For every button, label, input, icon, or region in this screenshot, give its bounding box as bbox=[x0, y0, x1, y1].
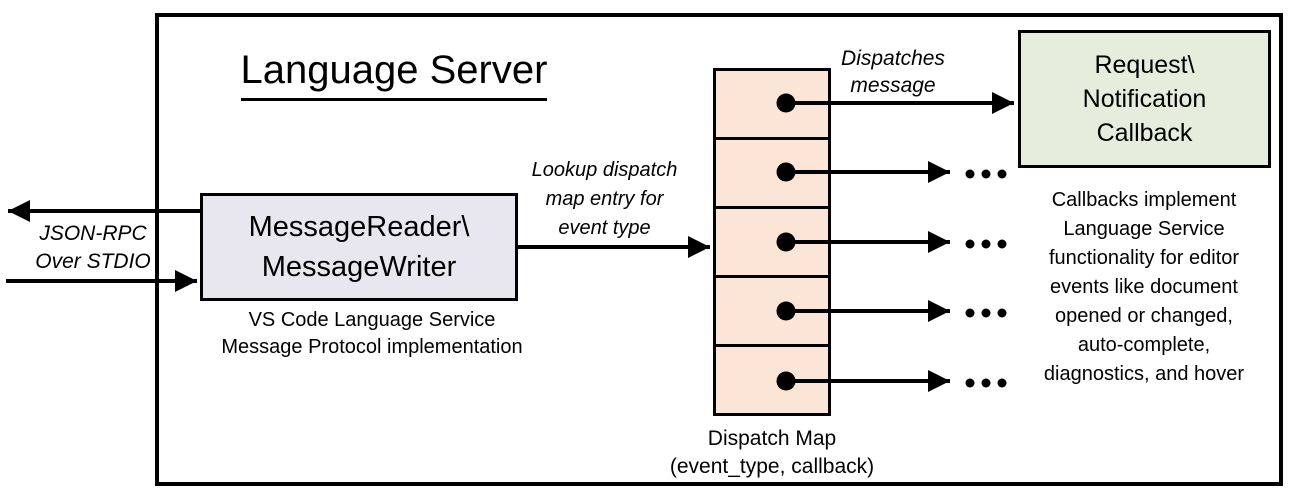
dispatch-map-cell bbox=[716, 71, 828, 140]
callback-note-line3: functionality for editor bbox=[1048, 247, 1240, 269]
dispatch-map-label-line1: Dispatch Map bbox=[707, 427, 837, 450]
message-caption-line2: Message Protocol implementation bbox=[221, 336, 523, 358]
diagram-title: Language Server bbox=[233, 48, 555, 101]
message-reader-writer-box: MessageReader\ MessageWriter bbox=[200, 193, 518, 301]
message-caption-line1: VS Code Language Service bbox=[248, 309, 496, 331]
message-box-caption: VS Code Language Service Message Protoco… bbox=[192, 307, 552, 361]
callback-box-line1: Request\ bbox=[1094, 51, 1195, 79]
dispatches-label-line2: message bbox=[850, 74, 936, 97]
stdio-label-line2: Over STDIO bbox=[35, 250, 151, 273]
lookup-label-line3: event type bbox=[558, 217, 651, 239]
callback-note-line5: opened or changed, bbox=[1055, 305, 1233, 327]
stdio-label-line1: JSON-RPC bbox=[39, 222, 147, 245]
dispatches-label-line1: Dispatches bbox=[841, 47, 945, 70]
dispatch-map-label: Dispatch Map (event_type, callback) bbox=[647, 425, 897, 481]
dispatch-map-cell bbox=[716, 347, 828, 413]
dispatch-map-cell bbox=[716, 278, 828, 347]
message-box-line1: MessageReader\ bbox=[248, 211, 470, 243]
lookup-dispatch-label: Lookup dispatch map entry for event type bbox=[512, 156, 697, 243]
dispatch-map-label-line2: (event_type, callback) bbox=[669, 455, 875, 478]
dispatch-map-cell bbox=[716, 209, 828, 278]
callback-note-line6: auto-complete, bbox=[1077, 334, 1211, 356]
lookup-label-line1: Lookup dispatch bbox=[531, 159, 678, 181]
callback-note-line2: Language Service bbox=[1063, 218, 1225, 240]
callback-note-line4: events like document bbox=[1050, 276, 1238, 298]
callback-box-line2: Notification bbox=[1082, 85, 1207, 113]
stdio-channel-label: JSON-RPC Over STDIO bbox=[16, 220, 170, 276]
dispatch-map bbox=[713, 68, 831, 416]
callback-note: Callbacks implement Language Service fun… bbox=[1016, 186, 1272, 389]
dispatches-message-label: Dispatches message bbox=[817, 45, 969, 99]
callback-note-line7: diagnostics, and hover bbox=[1043, 363, 1245, 385]
lookup-label-line2: map entry for bbox=[545, 188, 664, 210]
dispatch-map-cell bbox=[716, 140, 828, 209]
message-box-line2: MessageWriter bbox=[261, 251, 457, 283]
callback-note-line1: Callbacks implement bbox=[1051, 189, 1237, 211]
callback-box: Request\ Notification Callback bbox=[1018, 30, 1271, 168]
callback-box-line3: Callback bbox=[1096, 119, 1193, 147]
